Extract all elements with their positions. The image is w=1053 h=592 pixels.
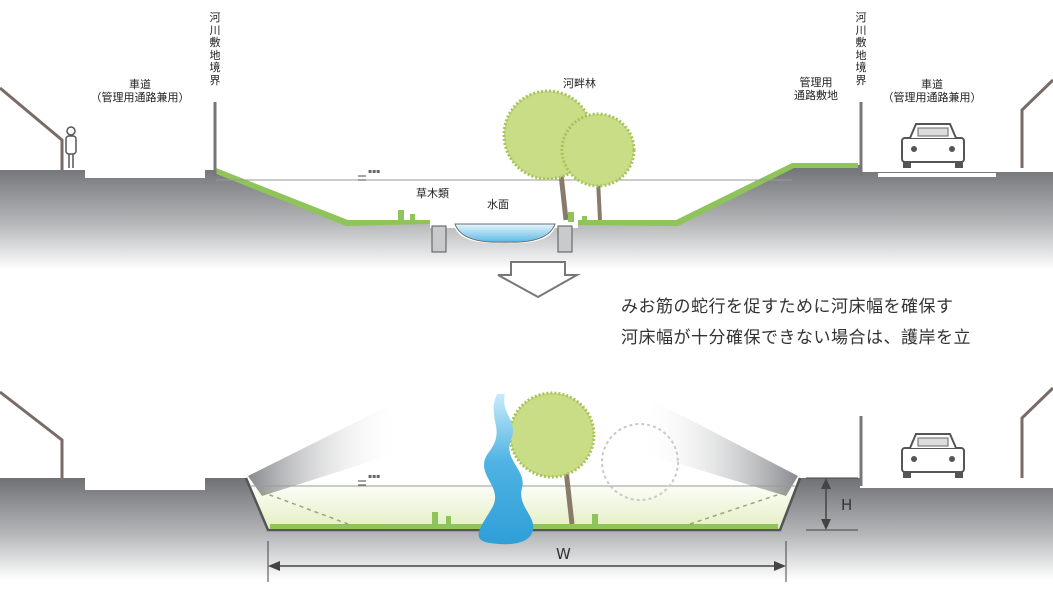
channel-bottom xyxy=(248,480,799,528)
riparian-trees-bottom xyxy=(508,391,679,525)
house-left-bottom xyxy=(0,390,64,478)
road-stripe-right-bottom xyxy=(878,483,996,487)
svg-text:▪▪▪: ▪▪▪ xyxy=(368,168,380,175)
width-label: W xyxy=(556,545,571,563)
car-icon-bottom xyxy=(901,433,965,478)
height-label: H xyxy=(841,496,853,514)
note-line-2: 河床幅が十分確保できない場合は、護岸を立 xyxy=(621,328,971,348)
revetment-right xyxy=(557,225,573,253)
pedestrian-icon xyxy=(65,126,77,168)
water-surface-label: 水面 xyxy=(487,198,509,211)
grass-left-slope xyxy=(214,168,430,226)
kanri-site-label: 管理用 通路敷地 xyxy=(784,76,848,102)
ground-top xyxy=(0,165,1053,270)
riparian-forest-label: 河畔林 xyxy=(563,77,596,90)
dashed-slope-right xyxy=(689,491,787,525)
road-label-right-line2: （管理用通路兼用） xyxy=(882,91,982,104)
grass-tufts-top xyxy=(398,210,587,222)
car-icon-top xyxy=(901,123,965,168)
transition-arrow xyxy=(497,261,581,299)
road-stripe-right-top xyxy=(878,173,996,177)
kanri-site-line2: 通路敷地 xyxy=(794,89,838,102)
water-gauge-marker-bottom: ▪▪▪ xyxy=(358,473,380,486)
beam-left xyxy=(248,406,400,496)
road-label-right: 車道 （管理用通路兼用） xyxy=(872,78,992,104)
boundary-label-right: 河川敷地境界 xyxy=(855,11,867,87)
vegetation-label: 草木類 xyxy=(416,187,449,200)
height-dimension xyxy=(806,477,858,531)
ground-bottom xyxy=(0,478,1053,580)
beam-right xyxy=(640,400,798,496)
width-dimension xyxy=(267,541,787,582)
note-line-1: みお筋の蛇行を促すために河床幅を確保す xyxy=(621,297,954,317)
road-label-right-line1: 車道 xyxy=(921,78,943,91)
revetment-left xyxy=(431,225,447,253)
house-right-bottom xyxy=(1020,386,1053,478)
house-right-top xyxy=(1020,78,1053,168)
road-label-left: 車道 （管理用通路兼用） xyxy=(80,78,200,104)
grass-tufts-bottom xyxy=(432,512,598,524)
water-gauge-marker-top: ▪▪▪ xyxy=(358,168,380,181)
kanri-site-line1: 管理用 xyxy=(799,76,833,89)
road-label-left-line2: （管理用通路兼用） xyxy=(90,91,190,104)
boundary-label-left: 河川敷地境界 xyxy=(209,11,221,87)
road-label-left-line1: 車道 xyxy=(129,78,151,91)
riparian-trees-top xyxy=(502,89,636,221)
water-top xyxy=(454,223,556,243)
house-left-top xyxy=(0,86,64,170)
svg-text:▪▪▪: ▪▪▪ xyxy=(368,473,380,480)
meandering-stream xyxy=(478,394,534,545)
